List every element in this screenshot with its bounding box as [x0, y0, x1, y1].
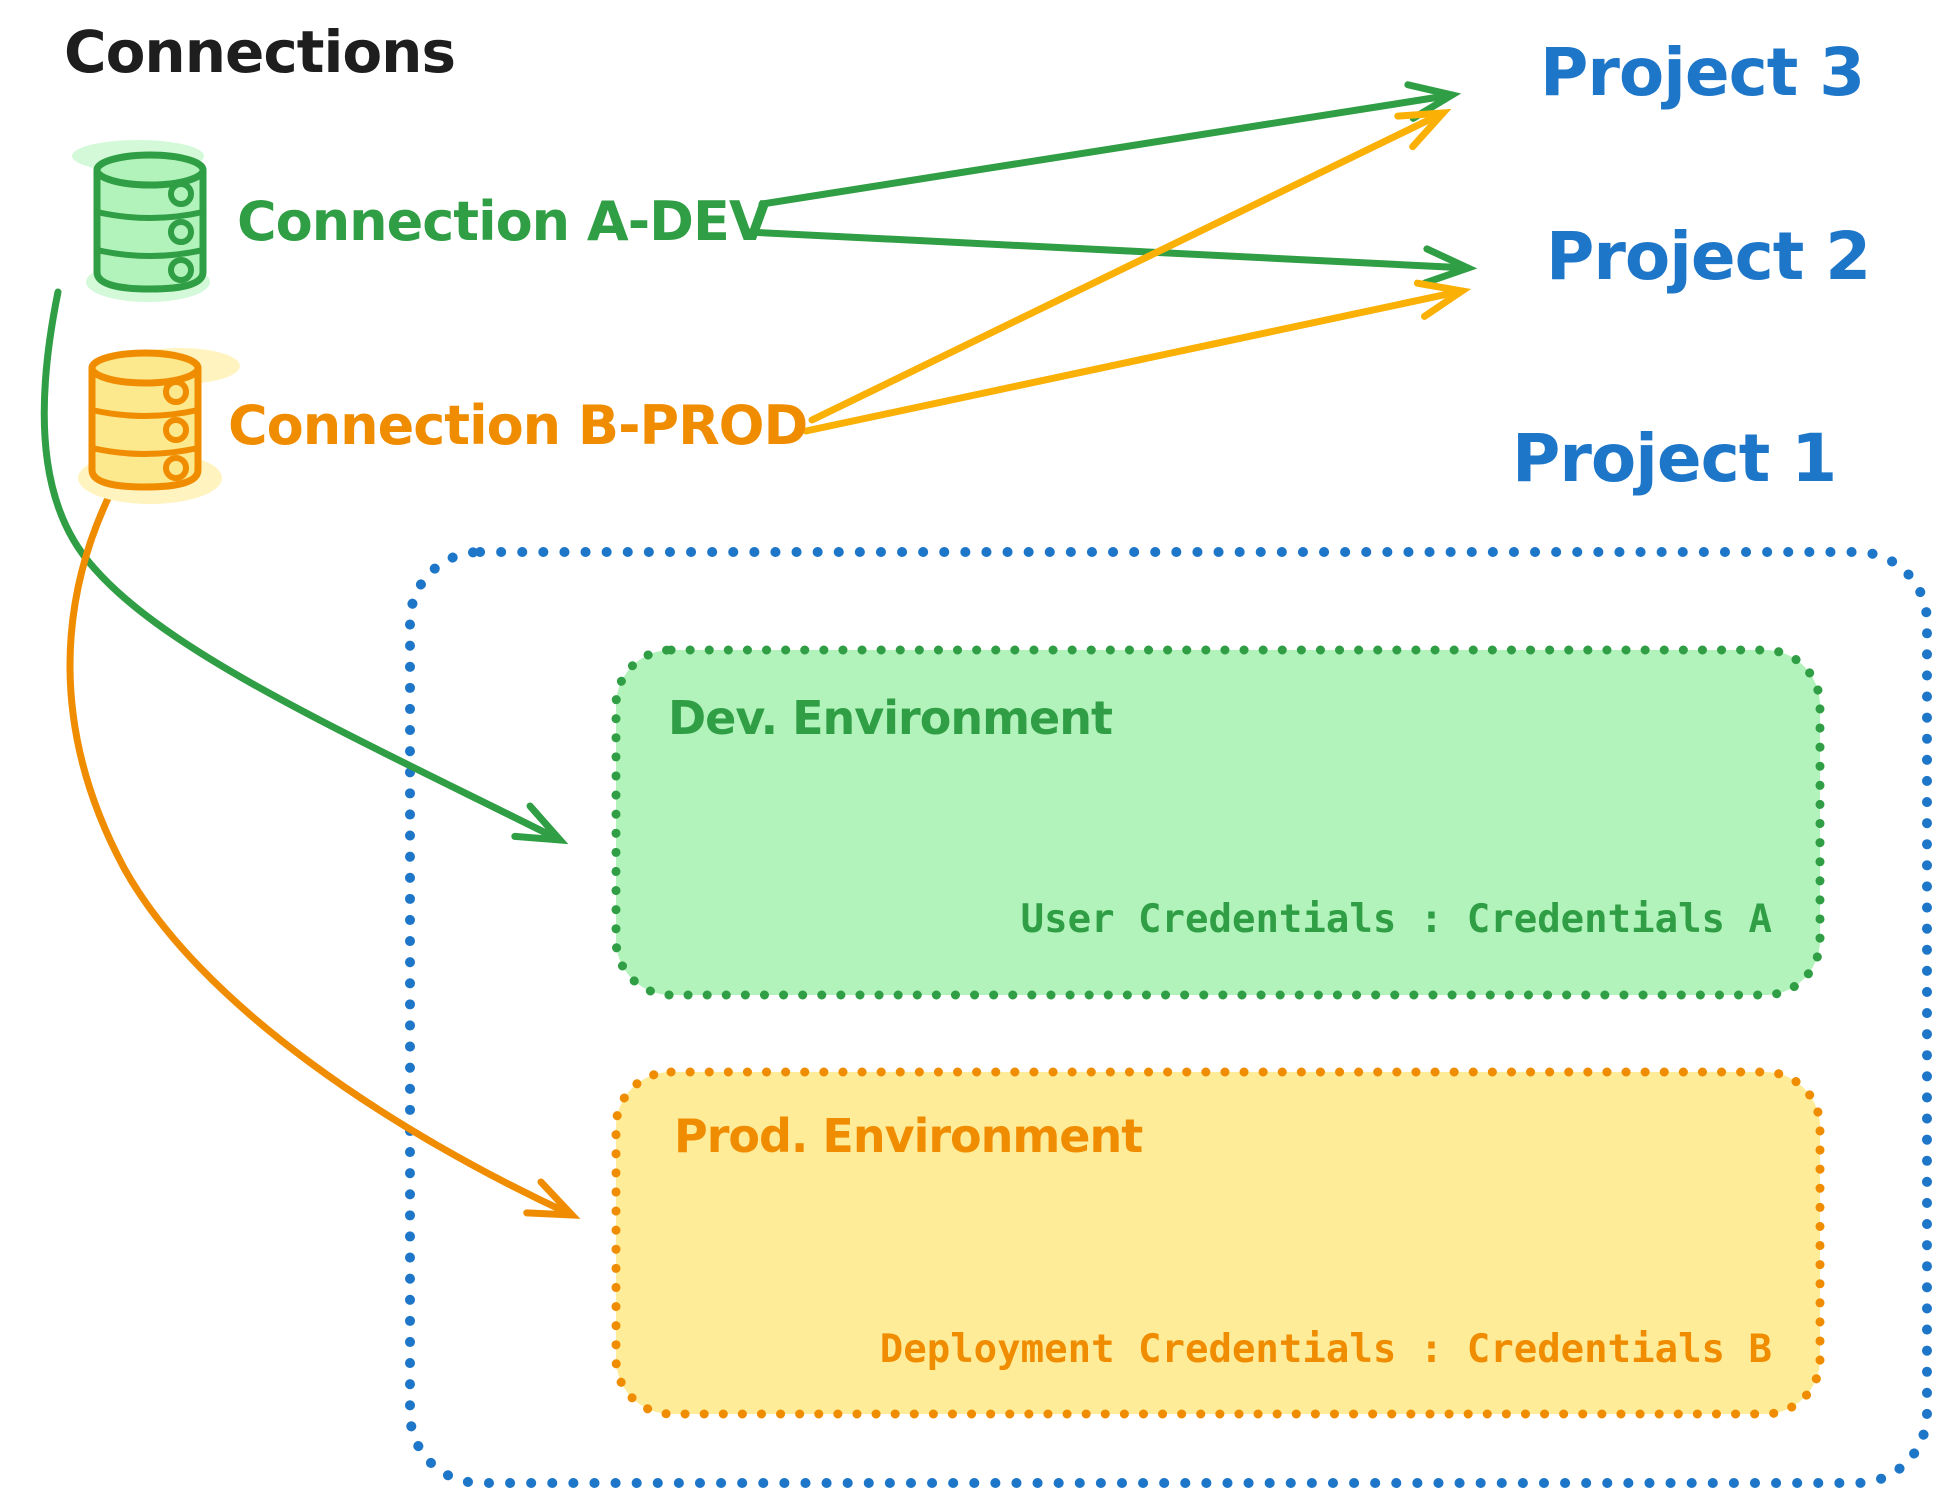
connection-b-prod-label: Connection B-PROD: [228, 394, 808, 457]
database-icon-prod: [78, 348, 240, 504]
project-2-label: Project 2: [1546, 218, 1871, 295]
project-1-label: Project 1: [1512, 420, 1837, 497]
arrow-b-prod-to-project-2: [802, 279, 1472, 435]
dev-environment-credentials: User Credentials : Credentials A: [1020, 897, 1772, 942]
arrow-a-dev-to-project-2: [744, 228, 1478, 287]
prod-environment-credentials: Deployment Credentials : Credentials B: [879, 1327, 1772, 1372]
prod-environment-box: [611, 1067, 1825, 1419]
diagram-title: Connections: [64, 18, 456, 86]
dev-environment-title: Dev. Environment: [668, 691, 1113, 745]
arrow-a-dev-to-dev-environment: [40, 288, 569, 845]
arrow-a-dev-to-project-3: [758, 81, 1462, 208]
project-1-container-box: [405, 547, 1932, 1488]
dev-environment-box: [611, 645, 1825, 1000]
connection-a-dev-label: Connection A-DEV: [237, 190, 771, 253]
prod-environment-title: Prod. Environment: [674, 1109, 1143, 1163]
arrow-b-prod-to-prod-environment: [66, 486, 581, 1219]
project-3-label: Project 3: [1540, 34, 1865, 111]
arrow-b-prod-to-project-3: [808, 108, 1452, 424]
database-icon-dev: [72, 140, 210, 302]
